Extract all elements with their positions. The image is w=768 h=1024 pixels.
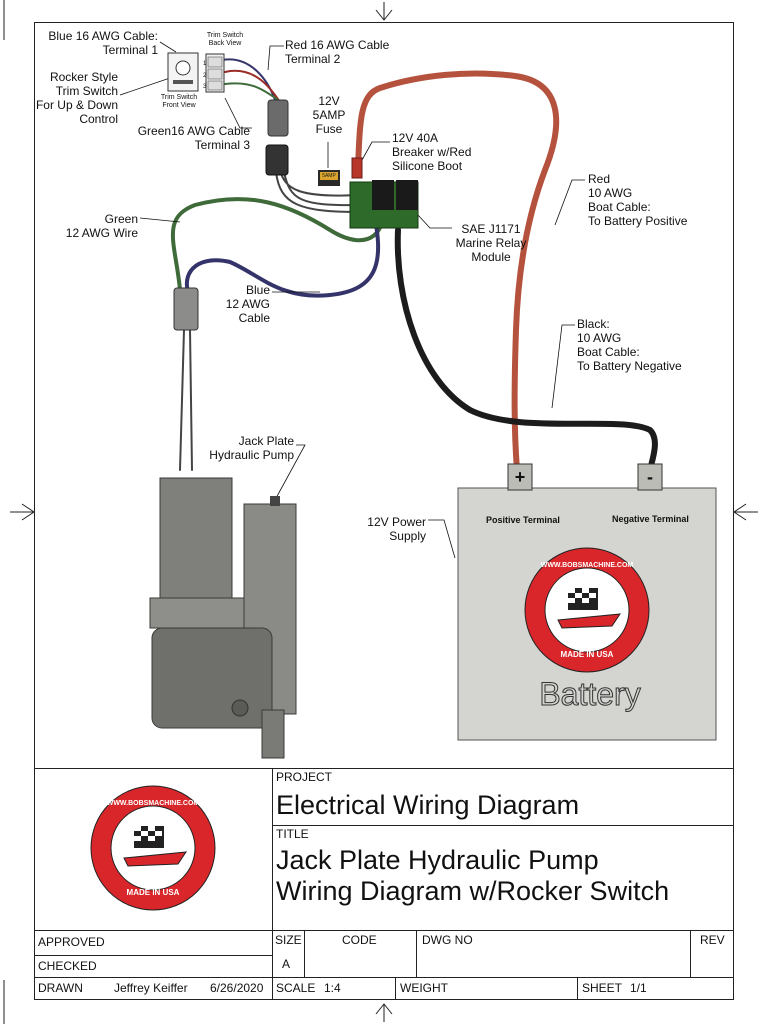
title-block-project-rule bbox=[272, 825, 734, 826]
switch-terminal-1: 1 bbox=[203, 61, 207, 67]
trim-switch-front-view bbox=[167, 52, 199, 92]
relay-module bbox=[349, 180, 419, 229]
switch-connector bbox=[265, 99, 289, 176]
sheet-value: 1/1 bbox=[630, 981, 647, 995]
label-blue-16awg: Blue 16 AWG Cable: Terminal 1 bbox=[48, 29, 158, 57]
label-black-boat-cable: Black: 10 AWG Boat Cable: To Battery Neg… bbox=[577, 317, 682, 373]
fuse bbox=[318, 170, 340, 186]
drawn-by: Jeffrey Keiffer bbox=[114, 981, 188, 995]
weight-label: WEIGHT bbox=[400, 981, 448, 995]
checked-label: CHECKED bbox=[38, 959, 97, 973]
title-block-top-rule bbox=[34, 768, 734, 769]
breaker bbox=[351, 157, 363, 179]
title-logo-top-text: WWW.BOBSMACHINE.COM bbox=[106, 800, 200, 807]
dwg-divider bbox=[690, 930, 691, 977]
hydraulic-pump bbox=[149, 477, 297, 759]
battery-logo-bottom-text: MADE IN USA bbox=[560, 650, 614, 659]
label-fuse: 12V 5AMP Fuse bbox=[312, 94, 346, 136]
scale-divider bbox=[395, 977, 396, 1000]
label-blue-12awg: Blue 12 AWG Cable bbox=[225, 283, 270, 325]
label-green-12awg: Green 12 AWG Wire bbox=[65, 212, 138, 240]
code-divider bbox=[416, 930, 417, 977]
leader-lines bbox=[119, 41, 585, 559]
size-value: A bbox=[282, 957, 291, 971]
scale-value: 1:4 bbox=[324, 981, 341, 995]
pump-connector bbox=[173, 287, 199, 331]
scale-label: SCALE bbox=[276, 981, 316, 995]
label-hydraulic-pump: Jack Plate Hydraulic Pump bbox=[209, 434, 294, 462]
battery-text: Battery bbox=[539, 676, 641, 713]
title-logo-bottom-text: MADE IN USA bbox=[126, 888, 180, 897]
label-green-16awg: Green16 AWG Cable Terminal 3 bbox=[137, 124, 250, 152]
sheet-center-marks bbox=[3, 0, 758, 1024]
battery-logo bbox=[524, 547, 650, 673]
negative-terminal-label: Negative Terminal bbox=[612, 514, 689, 524]
pump-leads bbox=[179, 329, 193, 471]
approved-label: APPROVED bbox=[38, 935, 105, 949]
drawing-title-line-1: Jack Plate Hydraulic Pump bbox=[276, 845, 599, 875]
battery-minus-terminal: - bbox=[647, 467, 653, 487]
size-label: SIZE bbox=[275, 933, 302, 947]
label-red-boat-cable: Red 10 AWG Boat Cable: To Battery Positi… bbox=[588, 172, 688, 228]
blue-12awg-cable bbox=[184, 203, 380, 298]
drawing-title-line-2: Wiring Diagram w/Rocker Switch bbox=[276, 876, 670, 906]
dwg-no-label: DWG NO bbox=[422, 933, 473, 947]
label-rocker-switch: Rocker Style Trim Switch For Up & Down C… bbox=[35, 70, 118, 126]
green-12awg-wire bbox=[170, 197, 385, 292]
switch-harness bbox=[275, 169, 361, 213]
drawn-label: DRAWN bbox=[38, 981, 83, 995]
red-boat-cable bbox=[355, 70, 560, 473]
trim-switch-back-view bbox=[205, 53, 225, 93]
label-relay-module: SAE J1171 Marine Relay Module bbox=[455, 222, 527, 264]
title-block-divider bbox=[272, 768, 273, 1000]
title-label: TITLE bbox=[276, 827, 309, 841]
blue-16awg-cable bbox=[221, 58, 276, 101]
code-label: CODE bbox=[342, 933, 377, 947]
title-block-drawn-rule bbox=[34, 977, 734, 978]
weight-divider bbox=[577, 977, 578, 1000]
battery-logo-top-text: WWW.BOBSMACHINE.COM bbox=[540, 562, 634, 569]
size-divider bbox=[304, 930, 305, 977]
label-trim-back-view: Trim Switch Back View bbox=[206, 32, 244, 47]
rev-label: REV bbox=[700, 933, 725, 947]
drawn-date: 6/26/2020 bbox=[210, 981, 264, 995]
title-block-logo bbox=[90, 785, 216, 911]
positive-terminal-label: Positive Terminal bbox=[486, 515, 560, 525]
title-block-approved-rule bbox=[34, 955, 272, 956]
wires bbox=[170, 58, 658, 473]
fuse-tag: 5AMP bbox=[322, 173, 336, 179]
black-boat-cable bbox=[394, 227, 658, 473]
project-label: PROJECT bbox=[276, 770, 333, 784]
label-breaker: 12V 40A Breaker w/Red Silicone Boot bbox=[392, 131, 472, 173]
label-trim-front-view: Trim Switch Front View bbox=[160, 94, 198, 109]
label-red-16awg: Red 16 AWG Cable Terminal 2 bbox=[285, 38, 390, 66]
switch-terminal-2: 2 bbox=[203, 73, 207, 79]
battery-plus-terminal: + bbox=[514, 467, 526, 487]
switch-terminal-3: 3 bbox=[203, 84, 207, 90]
title-block-info-rule bbox=[34, 930, 734, 931]
label-power-supply: 12V Power Supply bbox=[367, 515, 426, 543]
project-title: Electrical Wiring Diagram bbox=[276, 790, 580, 820]
drawing-border bbox=[34, 22, 734, 1000]
sheet-label: SHEET bbox=[582, 981, 623, 995]
